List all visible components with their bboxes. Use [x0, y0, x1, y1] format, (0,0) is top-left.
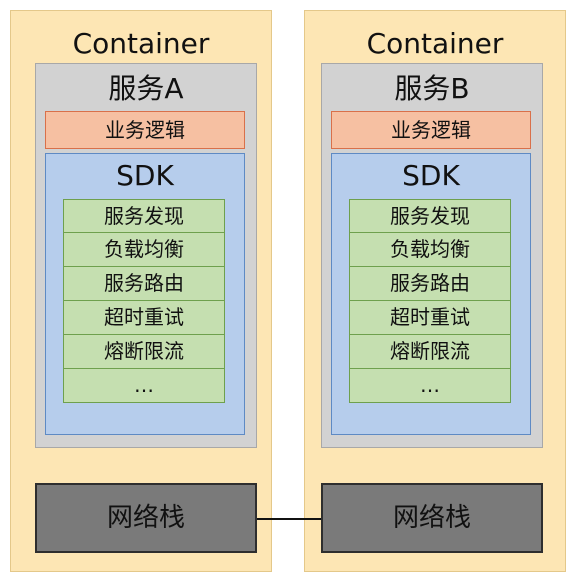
sdk-module-list: 服务发现 负载均衡 服务路由 超时重试 熔断限流 … [63, 199, 225, 403]
network-link-line [257, 518, 321, 520]
container-b: Container 服务B 业务逻辑 SDK 服务发现 负载均衡 服务路由 超时… [304, 10, 566, 572]
service-b-box: 服务B 业务逻辑 SDK 服务发现 负载均衡 服务路由 超时重试 熔断限流 … [321, 63, 543, 448]
sdk-module: 超时重试 [63, 301, 225, 335]
sdk-box: SDK 服务发现 负载均衡 服务路由 超时重试 熔断限流 … [45, 153, 245, 435]
network-stack-box: 网络栈 [321, 483, 543, 553]
network-stack-box: 网络栈 [35, 483, 257, 553]
sdk-module: 服务发现 [349, 199, 511, 233]
sdk-module: … [63, 369, 225, 403]
sdk-title: SDK [116, 159, 174, 192]
sdk-module: 超时重试 [349, 301, 511, 335]
container-title: Container [366, 27, 504, 60]
service-title: 服务B [394, 72, 470, 105]
service-a-box: 服务A 业务逻辑 SDK 服务发现 负载均衡 服务路由 超时重试 熔断限流 … [35, 63, 257, 448]
sdk-module: 负载均衡 [63, 233, 225, 267]
sdk-module: 服务路由 [349, 267, 511, 301]
sdk-module-list: 服务发现 负载均衡 服务路由 超时重试 熔断限流 … [349, 199, 511, 403]
sdk-module: 服务路由 [63, 267, 225, 301]
sdk-module: 熔断限流 [63, 335, 225, 369]
sdk-module: 熔断限流 [349, 335, 511, 369]
business-logic-box: 业务逻辑 [331, 111, 531, 149]
sdk-box: SDK 服务发现 负载均衡 服务路由 超时重试 熔断限流 … [331, 153, 531, 435]
sdk-title: SDK [402, 159, 460, 192]
sdk-module: … [349, 369, 511, 403]
sdk-module: 负载均衡 [349, 233, 511, 267]
business-logic-box: 业务逻辑 [45, 111, 245, 149]
container-a: Container 服务A 业务逻辑 SDK 服务发现 负载均衡 服务路由 超时… [10, 10, 272, 572]
service-title: 服务A [108, 72, 184, 105]
container-title: Container [72, 27, 210, 60]
sdk-module: 服务发现 [63, 199, 225, 233]
